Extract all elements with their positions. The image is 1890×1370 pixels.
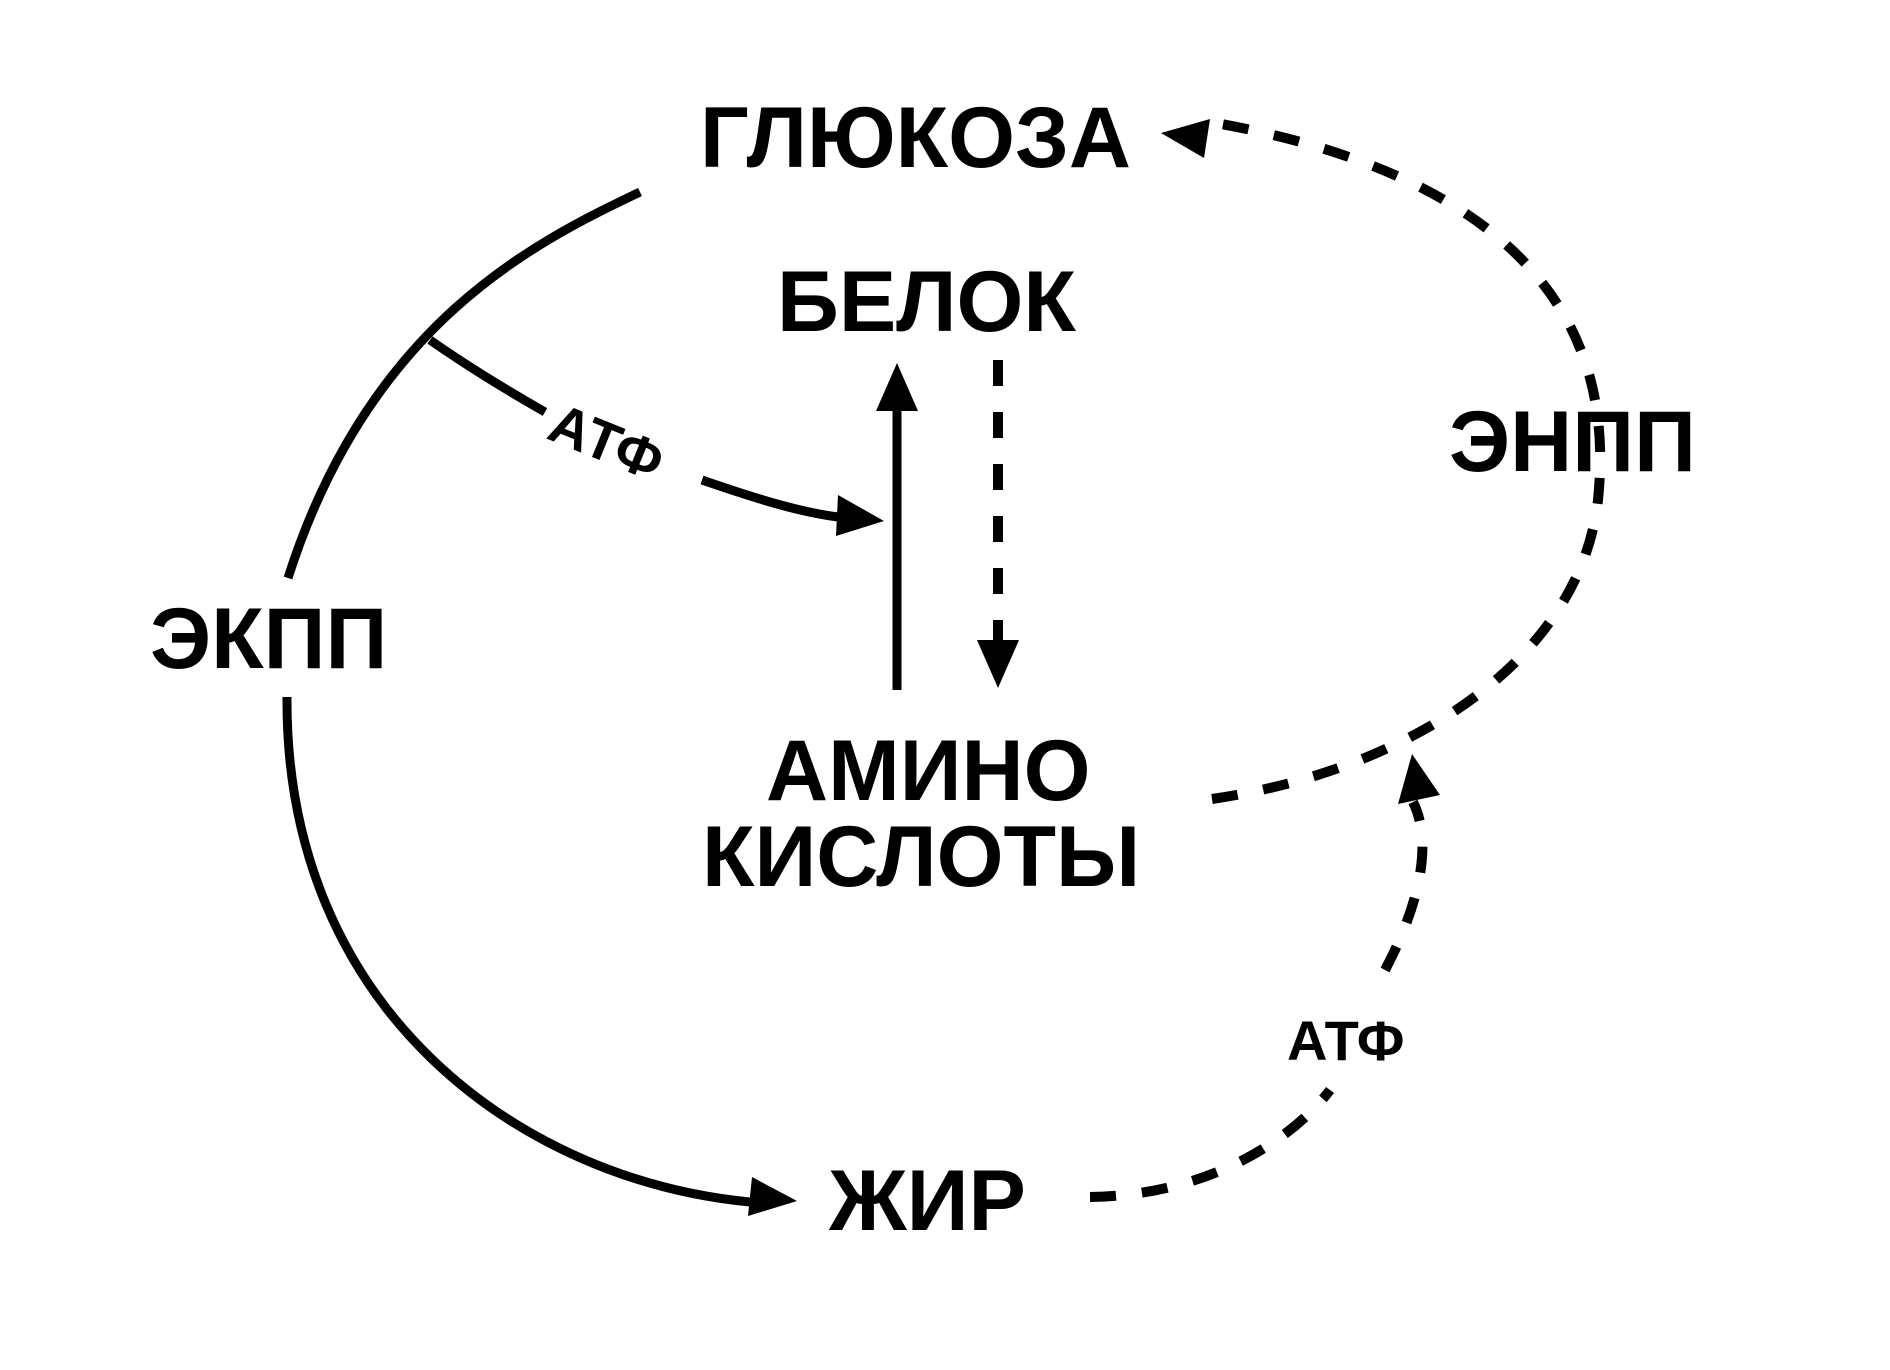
node-fat: ЖИР	[828, 1153, 1026, 1249]
edge-amino-enpp-glucose	[1209, 117, 1606, 804]
edge-ekpp-fat-arrowhead	[748, 1177, 797, 1216]
edge-ekpp-glucose	[283, 187, 642, 580]
node-ekpp: ЭКПП	[150, 591, 387, 687]
edge-label-atp-upper: АТФ	[541, 391, 674, 493]
edge-ekpp-fat	[282, 696, 751, 1207]
edge-fat-amino-arrowhead	[1398, 754, 1440, 804]
edge-ekpp-protein-line1	[427, 336, 548, 416]
edge-ekpp-protein-arrowhead	[836, 495, 884, 536]
edge-enpp-glucose-arrowhead	[1161, 119, 1210, 158]
edge-label-atp-lower: АТФ	[1287, 1009, 1405, 1072]
edge-protein-amino-arrowhead	[977, 640, 1019, 688]
node-glucose: ГЛЮКОЗА	[700, 90, 1131, 186]
node-enpp: ЭНПП	[1449, 394, 1696, 490]
edge-fat-amino-upper	[1380, 799, 1428, 973]
node-amino-acids-line1: АМИНО	[766, 723, 1091, 819]
edge-ekpp-protein-line2	[700, 475, 839, 522]
edge-amino-protein-arrowhead	[876, 363, 918, 411]
node-protein: БЕЛОК	[777, 254, 1076, 350]
edge-fat-amino-lower	[1089, 1086, 1334, 1202]
node-amino-acids-line2: КИСЛОТЫ	[702, 809, 1140, 905]
